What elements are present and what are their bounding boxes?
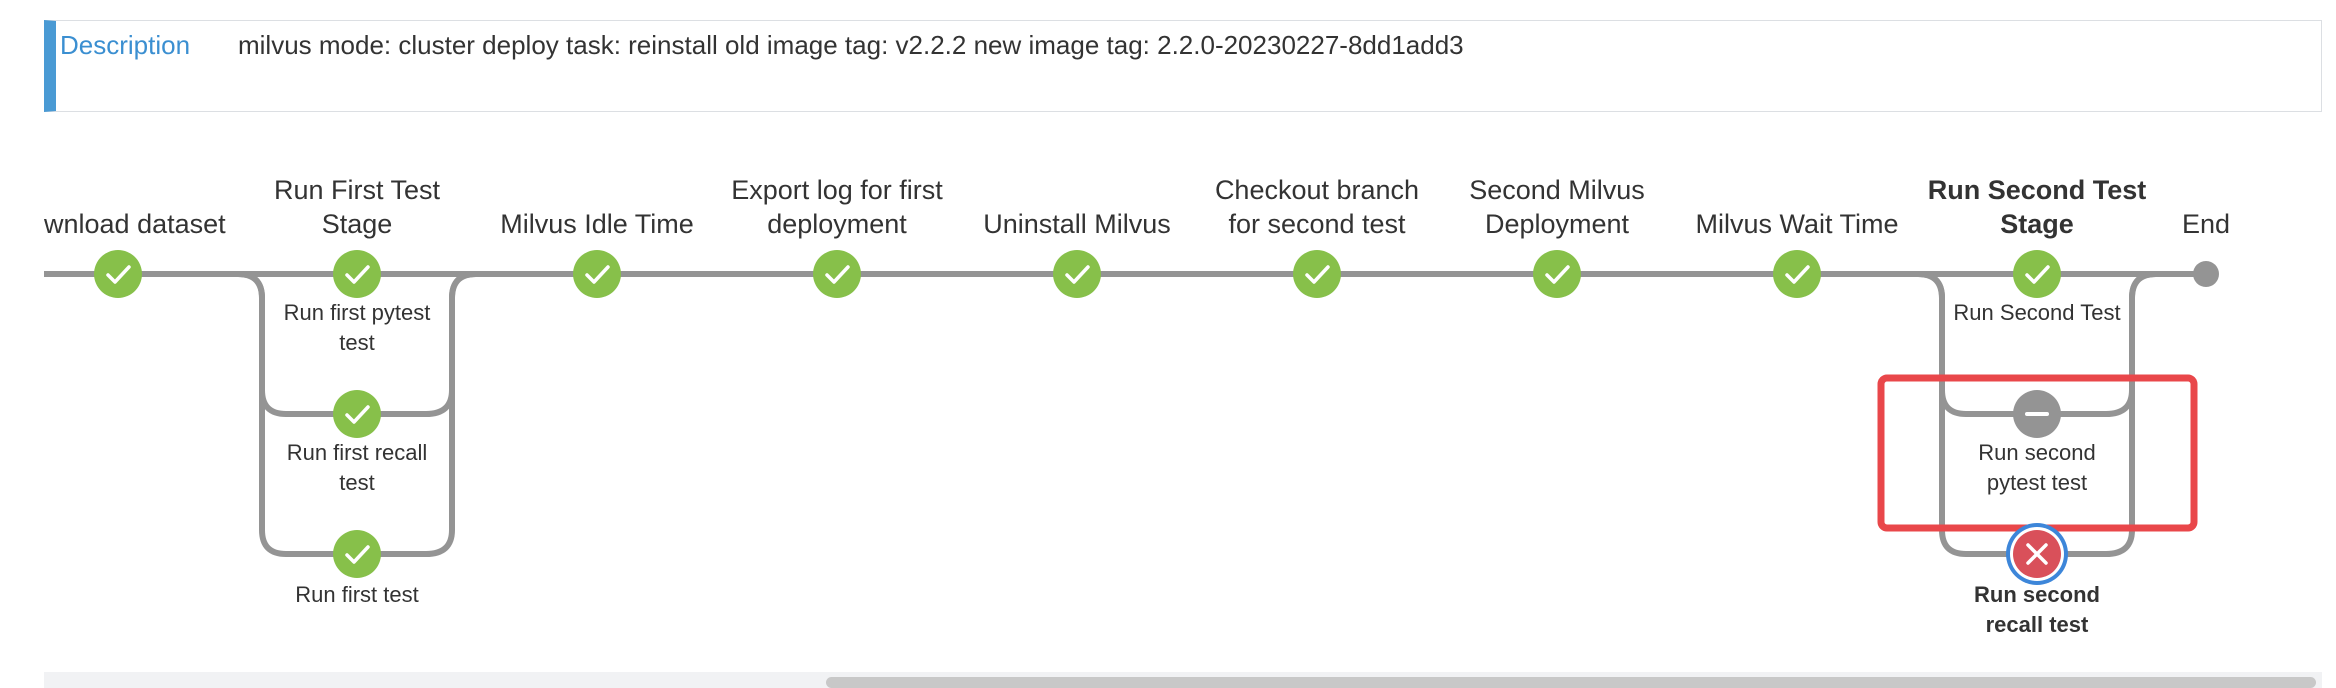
stage-title: Deployment [1485,209,1630,239]
node-circle [573,250,621,298]
checkmark-icon [106,265,131,284]
horizontal-scrollbar-thumb[interactable] [826,677,2316,688]
node-circle [2013,250,2061,298]
branch-label: Run first test [295,582,418,607]
checkmark-icon [1065,265,1090,284]
description-panel [44,20,2322,112]
branch-label: Run Second Test [1953,300,2120,325]
branch-node[interactable] [333,390,381,438]
checkmark-icon [345,405,370,424]
checkmark-icon [1545,265,1570,284]
stage-title: Checkout branch [1215,175,1419,205]
stage-node[interactable] [94,250,142,298]
stage-title: Stage [2000,209,2074,239]
stage-title: for second test [1228,209,1406,239]
stage-title: Milvus Wait Time [1695,209,1898,239]
checkmark-icon [825,265,850,284]
branch-label: recall test [1986,612,2089,637]
stage-title: Stage [322,209,393,239]
stage-title: Uninstall Milvus [983,209,1171,239]
stage-title: Milvus Idle Time [500,209,694,239]
stage-node[interactable] [1533,250,1581,298]
stage-title: deployment [767,209,907,239]
node-circle [1293,250,1341,298]
checkmark-icon [345,265,370,284]
stage-title: Run Second Test [1928,175,2147,205]
checkmark-icon [345,545,370,564]
stage-title: Second Milvus [1469,175,1645,205]
stage-title: Export log for first [731,175,943,205]
stage-node[interactable] [573,250,621,298]
cross-icon [2026,543,2048,565]
branch-node[interactable] [2006,523,2068,585]
node-circle [1053,250,1101,298]
description-text: milvus mode: cluster deploy task: reinst… [238,30,1464,60]
stage-node[interactable] [2193,261,2219,287]
node-circle [333,530,381,578]
node-circle [1533,250,1581,298]
branch-label: Run first recall [287,440,428,465]
stage-title: End [2182,209,2230,239]
node-circle [1773,250,1821,298]
branch-label: Run second [1974,582,2100,607]
branch-label: pytest test [1987,470,2087,495]
checkmark-icon [1305,265,1330,284]
branch-label: Run first pytest [284,300,431,325]
checkmark-icon [585,265,610,284]
stage-node[interactable] [1773,250,1821,298]
checkmark-icon [2025,265,2050,284]
end-node-dot [2193,261,2219,287]
node-circle [94,250,142,298]
stage-node[interactable] [813,250,861,298]
branch-node[interactable] [333,250,381,298]
stage-node[interactable] [1293,250,1341,298]
branch-label: Run second [1978,440,2095,465]
description-label: Description [60,30,191,60]
node-circle [813,250,861,298]
branch-node[interactable] [2013,390,2061,438]
node-circle [333,250,381,298]
branch-node[interactable] [2013,250,2061,298]
checkmark-icon [1785,265,1810,284]
stage-node[interactable] [1053,250,1101,298]
branch-node[interactable] [333,530,381,578]
branch-label: test [339,330,374,355]
node-circle [333,390,381,438]
stage-title: wnload dataset [43,209,226,239]
branch-label: test [339,470,374,495]
stage-title: Run First Test [274,175,441,205]
